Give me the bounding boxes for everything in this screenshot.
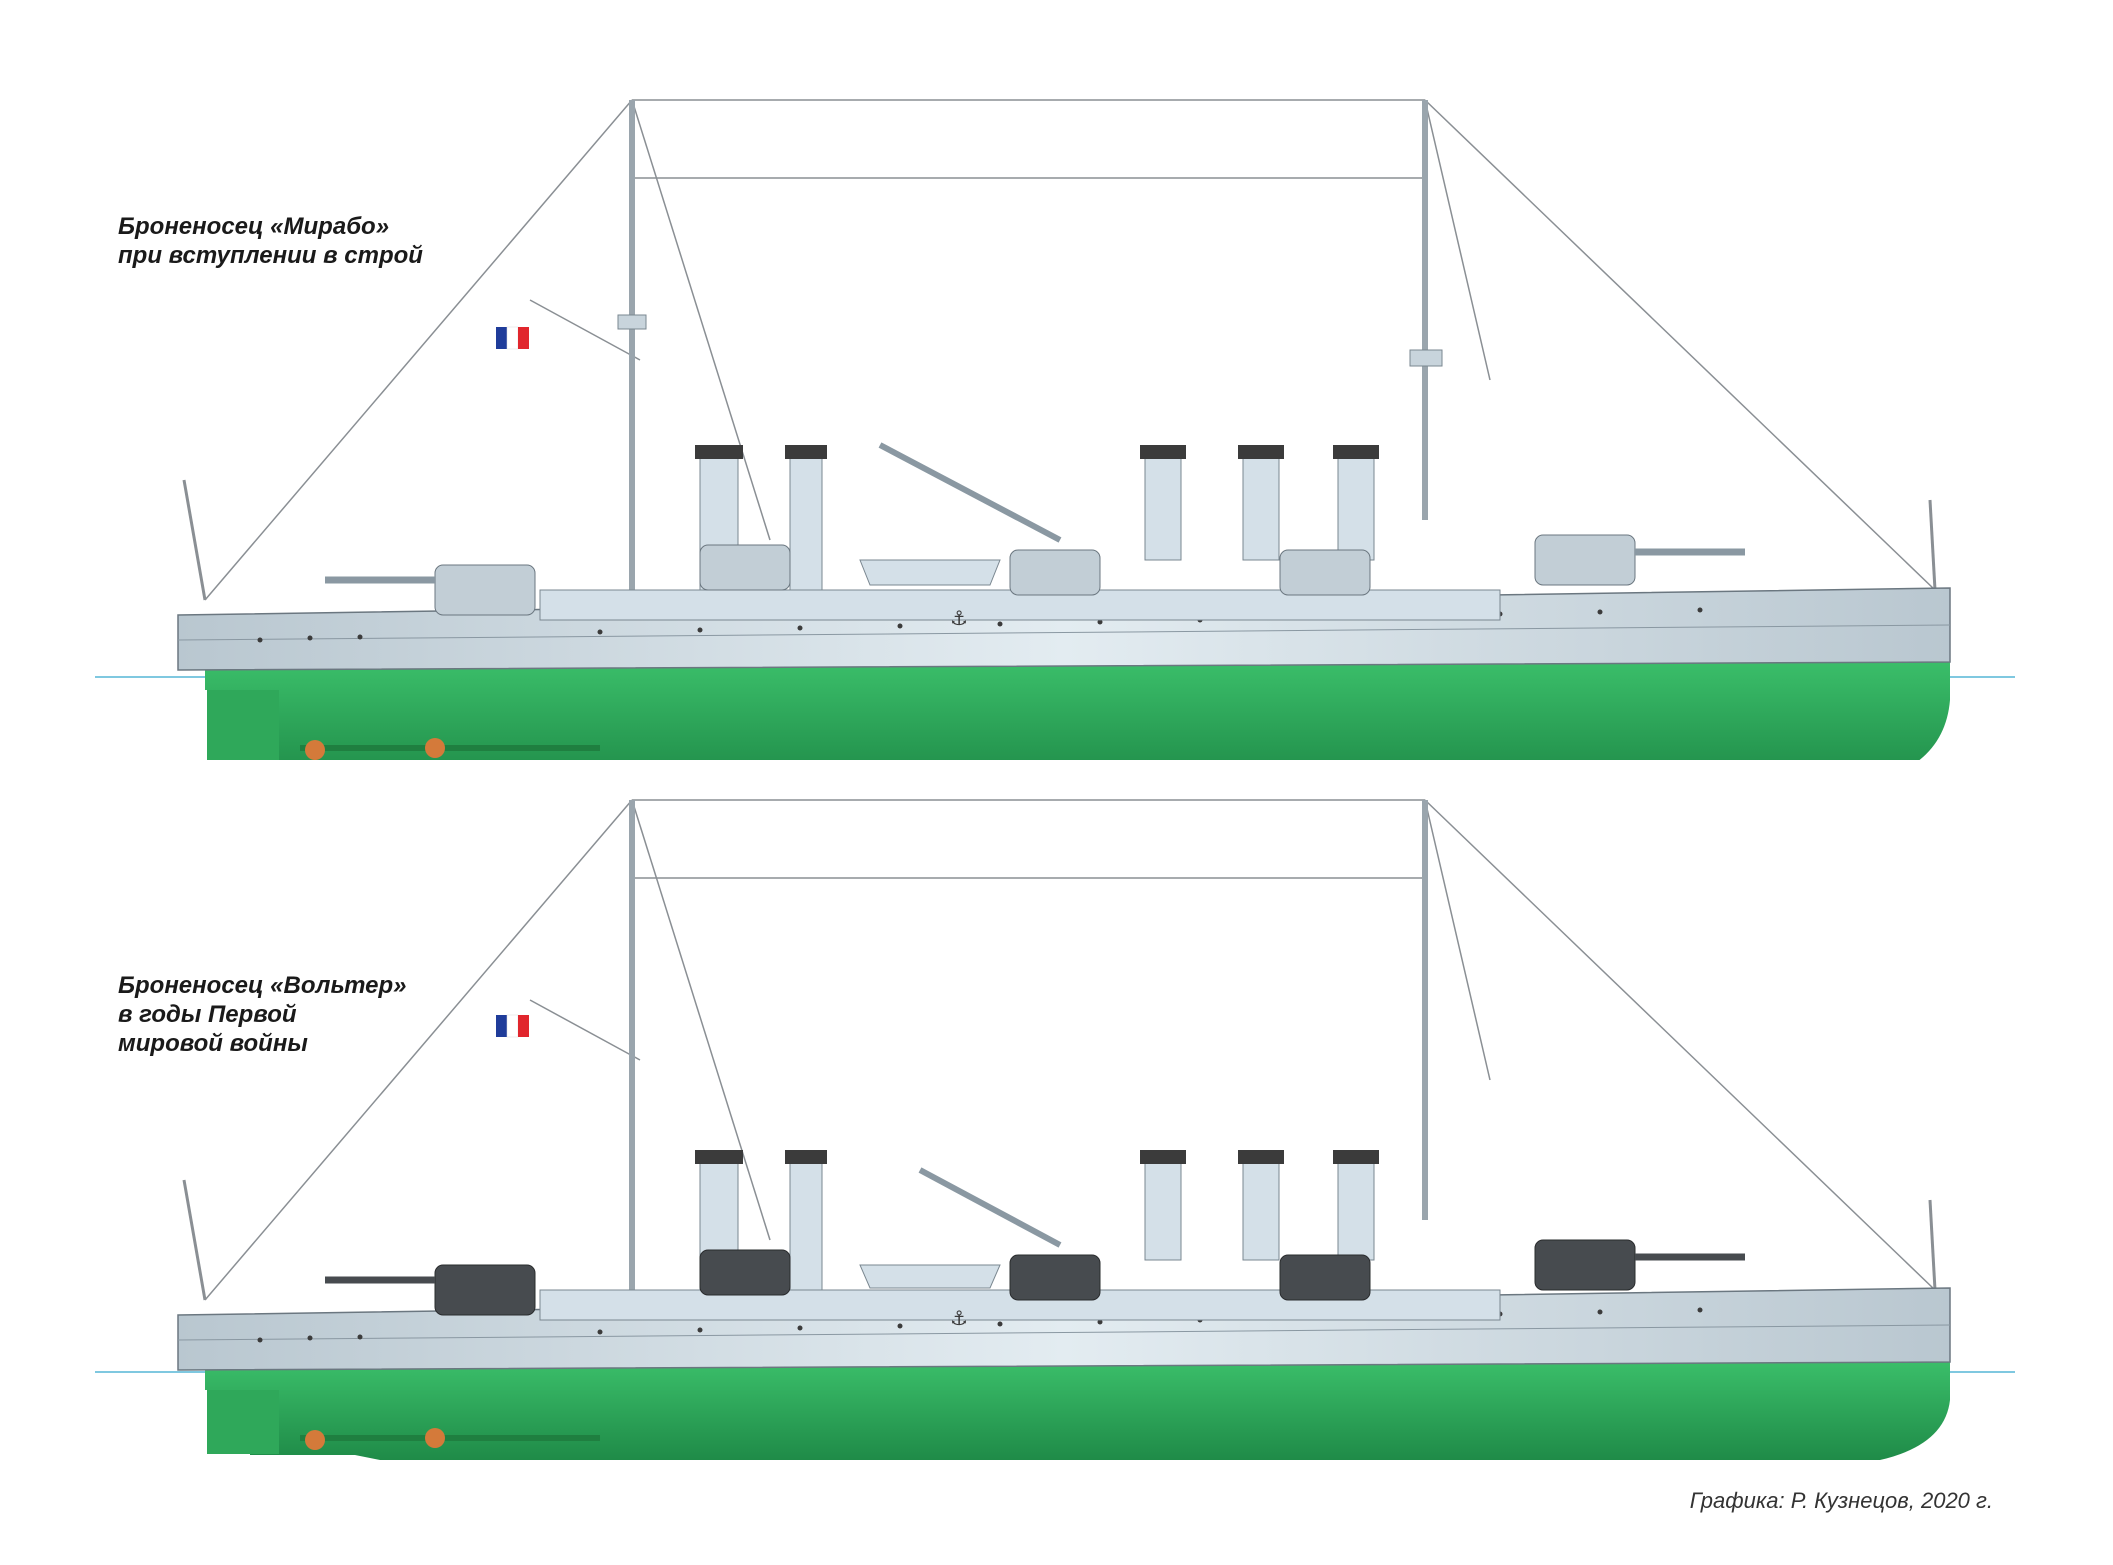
ship-drawing-mirabeau: ⚓: [95, 99, 2015, 760]
turrets: [325, 1239, 1745, 1316]
french-tricolor-flag-icon: [496, 1014, 529, 1038]
propeller-icon: [425, 1428, 445, 1448]
masts: [629, 100, 1428, 590]
anchor-icon: ⚓: [950, 606, 968, 630]
anchor-icon: ⚓: [950, 1306, 968, 1330]
rigging: [204, 799, 1936, 1301]
graphics-credit: Графика: Р. Кузнецов, 2020 г.: [1689, 1488, 1993, 1513]
ship-drawing-voltaire: ⚓: [95, 799, 2015, 1460]
propeller-icon: [305, 740, 325, 760]
masts: [629, 800, 1428, 1290]
propeller-icon: [425, 738, 445, 758]
turrets: [325, 534, 1745, 616]
french-tricolor-flag-icon: [496, 326, 529, 350]
ship-caption-mirabeau: Броненосец «Мирабо» при вступлении в стр…: [118, 213, 423, 269]
underwater-hull: [178, 1360, 1950, 1460]
rigging: [204, 99, 1936, 601]
funnels: [695, 445, 1379, 591]
propeller-icon: [305, 1430, 325, 1450]
ship-caption-voltaire: Броненосец «Вольтер» в годы Первой миров…: [118, 972, 407, 1057]
underwater-hull: [178, 660, 1950, 760]
